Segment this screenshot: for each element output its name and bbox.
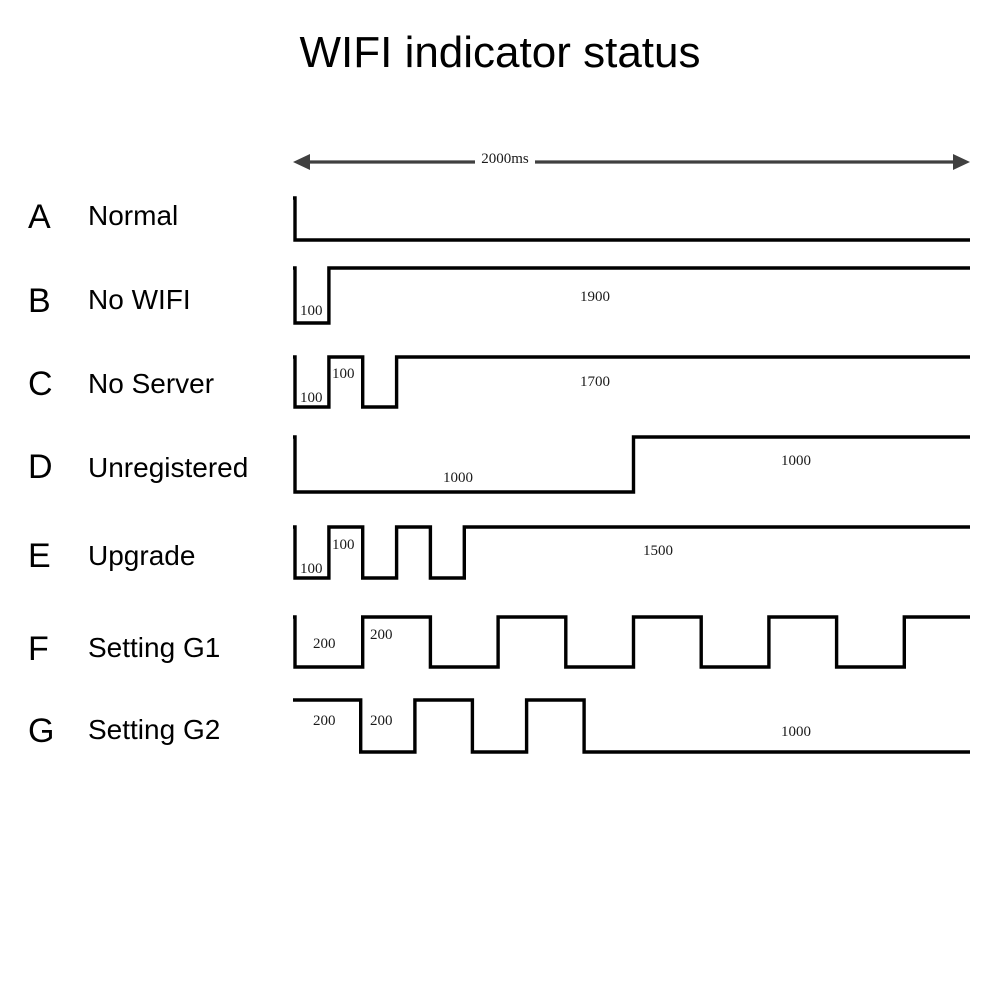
waveform-g — [293, 698, 970, 754]
row-letter-g: G — [28, 712, 55, 750]
duration-label-f-0: 200 — [313, 636, 336, 652]
row-letter-f: F — [28, 630, 49, 668]
row-label-normal: Normal — [88, 200, 179, 231]
axis-duration-label: 2000ms — [0, 151, 1000, 168]
row-label-unregistered: Unregistered — [88, 452, 249, 483]
waveform-f — [293, 615, 970, 669]
page-title: WIFI indicator status — [299, 28, 701, 77]
row-letter-e: E — [28, 537, 51, 575]
row-letter-b: B — [28, 282, 51, 320]
row-label-no-wifi: No WIFI — [88, 284, 191, 315]
row-letter-d: D — [28, 448, 53, 486]
row-label-no-server: No Server — [88, 368, 215, 399]
duration-label-d-0: 1000 — [443, 470, 473, 486]
waveform-a — [293, 196, 970, 242]
duration-axis — [293, 154, 970, 170]
duration-label-e-2: 1500 — [643, 543, 673, 559]
duration-label-g-0: 200 — [313, 713, 336, 729]
duration-label-c-0: 100 — [300, 390, 323, 406]
duration-label-f-1: 200 — [370, 627, 393, 643]
row-label-upgrade: Upgrade — [88, 540, 196, 571]
duration-label-b-0: 100 — [300, 303, 323, 319]
waveform-e — [293, 525, 970, 580]
axis-arrowhead-right — [953, 154, 970, 170]
row-label-setting-g2: Setting G2 — [88, 714, 221, 745]
duration-label-b-1: 1900 — [580, 289, 610, 305]
waveform-d — [293, 435, 970, 494]
duration-label-e-0: 100 — [300, 561, 323, 577]
duration-label-e-1: 100 — [332, 537, 355, 553]
duration-label-c-2: 1700 — [580, 374, 610, 390]
duration-label-g-2: 1000 — [781, 724, 811, 740]
axis-arrowhead-left — [293, 154, 310, 170]
waveform-b — [293, 266, 970, 325]
row-letter-c: C — [28, 365, 53, 403]
duration-label-g-1: 200 — [370, 713, 393, 729]
row-letter-a: A — [28, 198, 51, 236]
waveform-c — [293, 355, 970, 409]
duration-label-d-1: 1000 — [781, 453, 811, 469]
waveform-group — [293, 196, 970, 754]
row-label-setting-g1: Setting G1 — [88, 632, 221, 663]
duration-label-c-1: 100 — [332, 366, 355, 382]
